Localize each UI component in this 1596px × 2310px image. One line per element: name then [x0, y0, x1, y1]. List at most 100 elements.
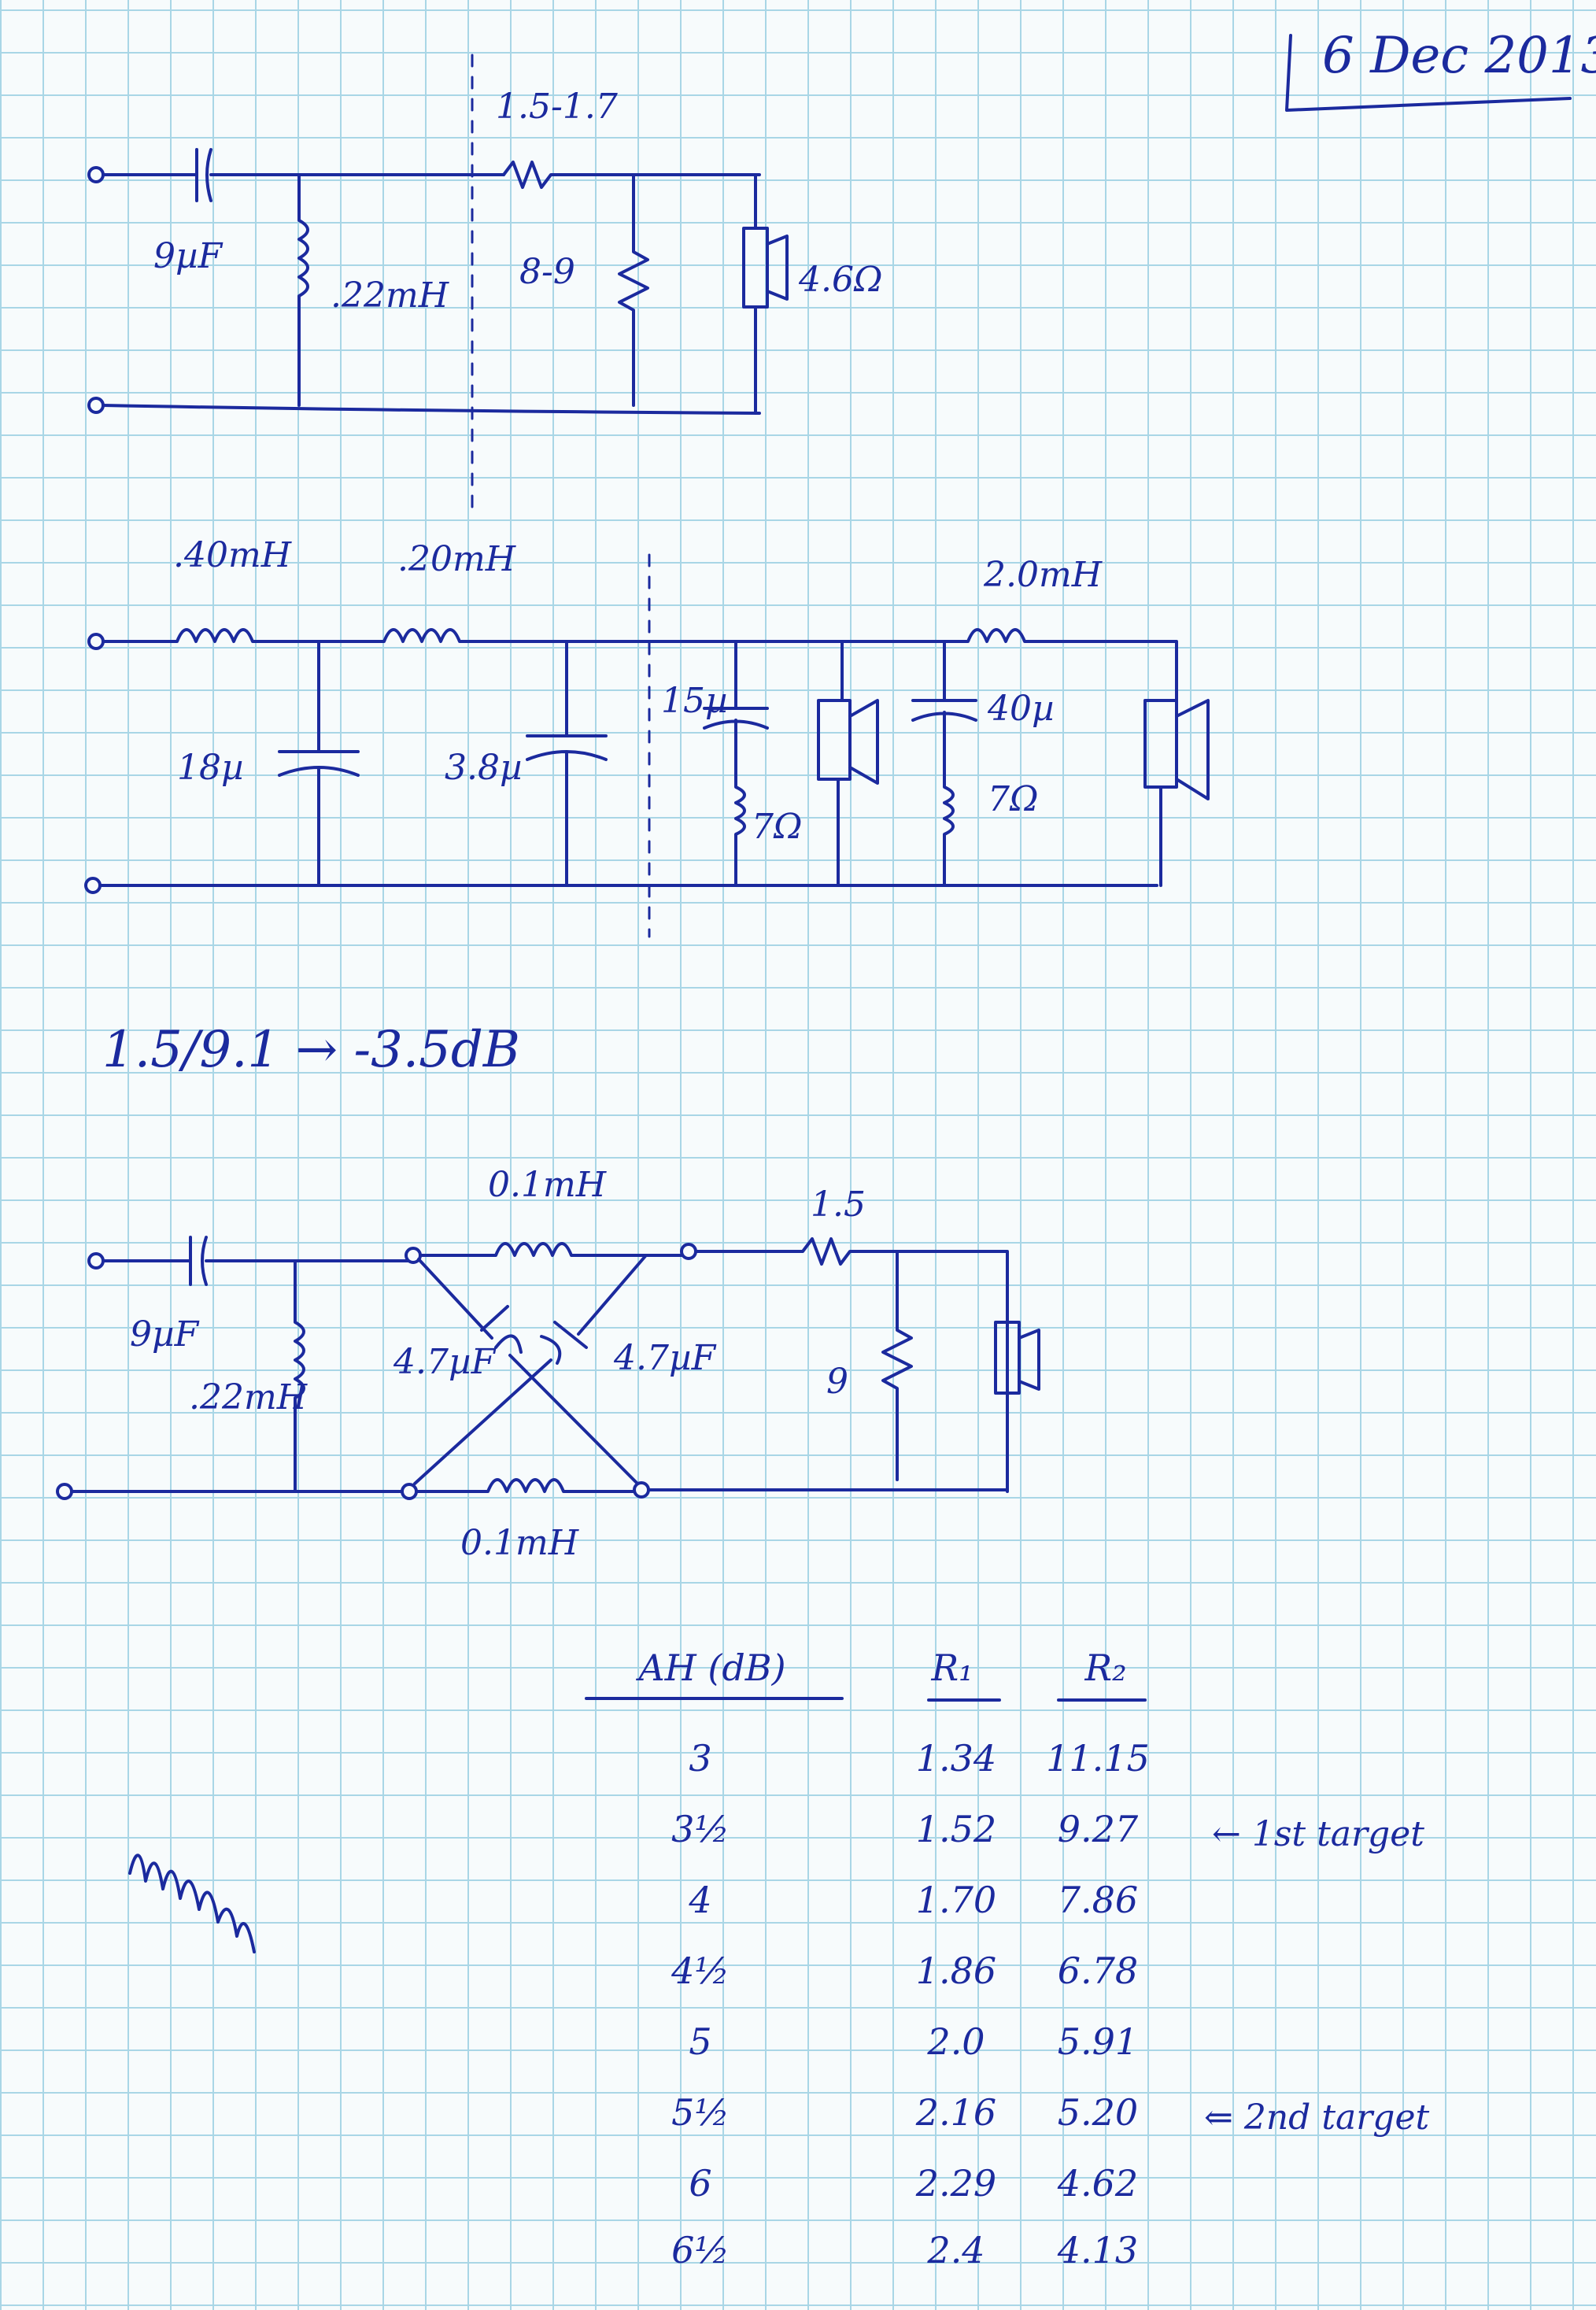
date-block: 6 Dec 2013: [1285, 27, 1596, 112]
lattice-inductor-top: [419, 1242, 685, 1257]
input-terminal-top: [87, 633, 105, 650]
table-row: 5½ 2.16 5.20 ⇐ 2nd target: [671, 2091, 1429, 2138]
lattice-node-br: [633, 1481, 650, 1499]
lattice-inductor-bottom: [415, 1478, 637, 1493]
svg-text:4.62: 4.62: [1057, 2162, 1138, 2205]
table-row: 5 2.0 5.91: [689, 2020, 1138, 2063]
date-text: 6 Dec 2013: [1322, 27, 1596, 85]
label-res2: 7Ω: [988, 779, 1038, 819]
label-series-res: 1.5: [811, 1185, 866, 1225]
bottom-rail: [70, 1488, 1009, 1493]
label-cap3: 15µ: [661, 681, 728, 721]
svg-text:3: 3: [689, 1737, 711, 1780]
attenuation-table: AH (dB) R₁ R₂ 3 1.34 11.15 3½ 1.52 9.27 …: [585, 1647, 1429, 2271]
scribble-doodle: [128, 1854, 256, 1953]
capacitor-symbol: [189, 1236, 208, 1286]
zobel-network-2: [911, 640, 977, 887]
label-cap: 9µF: [153, 236, 224, 276]
svg-text:5.91: 5.91: [1058, 2020, 1138, 2063]
label-cap2: 3.8µ: [445, 748, 523, 788]
series-resistor-symbol: [502, 161, 761, 189]
table-row: 6½ 2.4 4.13: [671, 2229, 1138, 2271]
label-shunt-res: 9: [826, 1362, 848, 1402]
svg-text:4: 4: [688, 1879, 711, 1921]
table-row: 6 2.29 4.62: [689, 2162, 1138, 2205]
svg-text:6: 6: [689, 2162, 711, 2205]
shunt-resistor-symbol: [881, 1250, 913, 1481]
label-ind2: .20mH: [397, 539, 517, 579]
driver-symbol: [742, 173, 789, 415]
label-lattice-cap-right: 4.7µF: [613, 1338, 717, 1378]
svg-text:11.15: 11.15: [1046, 1737, 1150, 1780]
svg-text:5: 5: [689, 2020, 711, 2063]
lattice-cap-left: [417, 1258, 639, 1485]
label-shunt-res: 8-9: [519, 252, 575, 292]
shunt-cap-1: [278, 640, 360, 887]
svg-text:1.86: 1.86: [916, 1950, 996, 1992]
shunt-resistor-symbol: [618, 173, 649, 407]
label-ind1: .40mH: [173, 535, 293, 575]
lattice-node-tr: [680, 1243, 697, 1260]
table-header-ah: AH (dB): [635, 1647, 785, 1689]
table-row: 3 1.34 11.15: [689, 1737, 1149, 1780]
lattice-cap-right: [413, 1255, 647, 1485]
zobel-network-1: [703, 640, 769, 887]
shunt-inductor-symbol: [297, 173, 309, 407]
capacitor-symbol: [195, 148, 212, 202]
label-cap4: 40µ: [987, 689, 1055, 729]
shunt-inductor-symbol: [294, 1259, 305, 1493]
svg-text:2.4: 2.4: [926, 2229, 985, 2271]
driver-symbol: [994, 1321, 1040, 1395]
label-inductor: .22mH: [331, 275, 450, 316]
table-row: 4½ 1.86 6.78: [671, 1950, 1138, 1992]
input-terminal-bottom: [84, 877, 102, 894]
input-terminal-top: [87, 166, 105, 183]
label-driver-imp: 4.6Ω: [798, 260, 882, 300]
top-rail: [102, 628, 1178, 702]
table-header-r2: R₂: [1084, 1647, 1126, 1689]
svg-text:5.20: 5.20: [1058, 2091, 1138, 2134]
svg-text:2.16: 2.16: [915, 2091, 996, 2134]
label-ind3: 2.0mH: [983, 555, 1103, 595]
label-lattice-ind-top: 0.1mH: [488, 1165, 608, 1205]
svg-text:5½: 5½: [671, 2091, 730, 2134]
circuit-1: 9µF .22mH 1.5-1.7 8-9 4.6Ω: [87, 54, 882, 513]
label-inductor: .22mH: [189, 1377, 308, 1417]
table-row: 3½ 1.52 9.27 ← 1st target: [671, 1808, 1424, 1854]
input-terminal-bottom: [56, 1483, 73, 1500]
shunt-cap-2: [526, 640, 608, 887]
svg-text:7.86: 7.86: [1058, 1879, 1138, 1921]
svg-text:1.34: 1.34: [916, 1737, 996, 1780]
svg-text:4.13: 4.13: [1057, 2229, 1138, 2271]
driver-symbol-2: [1143, 699, 1210, 887]
attenuation-note: 1.5/9.1 → -3.5dB: [102, 1021, 520, 1079]
circuit-3: 9µF .22mH 0.1mH 0.1mH 4.7µF 4.7µF 1.5 9: [56, 1165, 1040, 1563]
label-lattice-ind-bottom: 0.1mH: [460, 1523, 580, 1563]
label-res1: 7Ω: [752, 807, 802, 847]
label-cap1: 18µ: [177, 748, 244, 788]
label-series-res: 1.5-1.7: [496, 87, 618, 127]
svg-text:3½: 3½: [671, 1808, 730, 1850]
svg-text:9.27: 9.27: [1058, 1808, 1139, 1850]
label-lattice-cap-left: 4.7µF: [393, 1342, 497, 1382]
table-header-r1: R₁: [930, 1647, 973, 1689]
annotation-1st-target: ← 1st target: [1212, 1814, 1424, 1854]
label-cap: 9µF: [130, 1314, 200, 1355]
table-row: 4 1.70 7.86: [688, 1879, 1138, 1921]
series-resistor-symbol: [694, 1237, 1009, 1493]
header-underlines: [585, 1697, 1147, 1702]
svg-text:6.78: 6.78: [1058, 1950, 1138, 1992]
svg-text:1.70: 1.70: [916, 1879, 996, 1921]
annotation-2nd-target: ⇐ 2nd target: [1204, 2097, 1429, 2138]
input-terminal-top: [87, 1252, 105, 1270]
lattice-node-bl: [401, 1483, 418, 1500]
input-terminal-bottom: [87, 397, 105, 414]
svg-text:4½: 4½: [671, 1950, 730, 1992]
svg-text:1.52: 1.52: [916, 1808, 996, 1850]
svg-text:2.29: 2.29: [915, 2162, 996, 2205]
circuit-2: .40mH .20mH 2.0mH 18µ 3.8µ 15µ 40µ 7Ω 7Ω: [84, 535, 1210, 938]
svg-text:6½: 6½: [671, 2229, 730, 2271]
svg-text:2.0: 2.0: [926, 2020, 985, 2063]
driver-symbol-1: [817, 640, 879, 887]
